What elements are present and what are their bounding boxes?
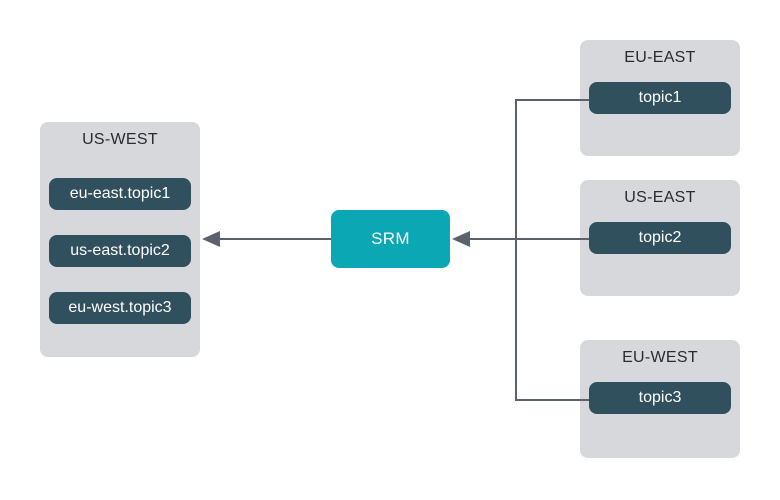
cluster-eu-west-title: EU-WEST [622, 349, 698, 366]
topic-chip-topic3: topic3 [589, 382, 731, 414]
cluster-us-west: US-WEST eu-east.topic1 us-east.topic2 eu… [40, 122, 200, 357]
connector-vertical-bus [515, 99, 517, 401]
cluster-eu-west: EU-WEST topic3 [580, 340, 740, 458]
topic-chip-topic1: topic1 [589, 82, 731, 114]
connector-srm-to-us-west [218, 238, 331, 240]
connector-topic3-to-bus [515, 399, 589, 401]
topic-chip-topic2: topic2 [589, 222, 731, 254]
cluster-eu-east-title: EU-EAST [624, 49, 696, 66]
arrow-left-into-us-west-icon [202, 231, 220, 247]
connector-topic1-to-bus [515, 99, 589, 101]
topic-chip-eu-west-topic3: eu-west.topic3 [49, 292, 191, 324]
cluster-us-east: US-EAST topic2 [580, 180, 740, 296]
cluster-us-east-title: US-EAST [624, 189, 696, 206]
cluster-us-west-title: US-WEST [82, 131, 158, 148]
topic-chip-us-east-topic2: us-east.topic2 [49, 235, 191, 267]
connector-topic2-to-srm [468, 238, 589, 240]
cluster-eu-east: EU-EAST topic1 [580, 40, 740, 156]
arrow-left-into-srm-icon [452, 231, 470, 247]
topic-chip-eu-east-topic1: eu-east.topic1 [49, 178, 191, 210]
srm-node: SRM [331, 210, 450, 268]
